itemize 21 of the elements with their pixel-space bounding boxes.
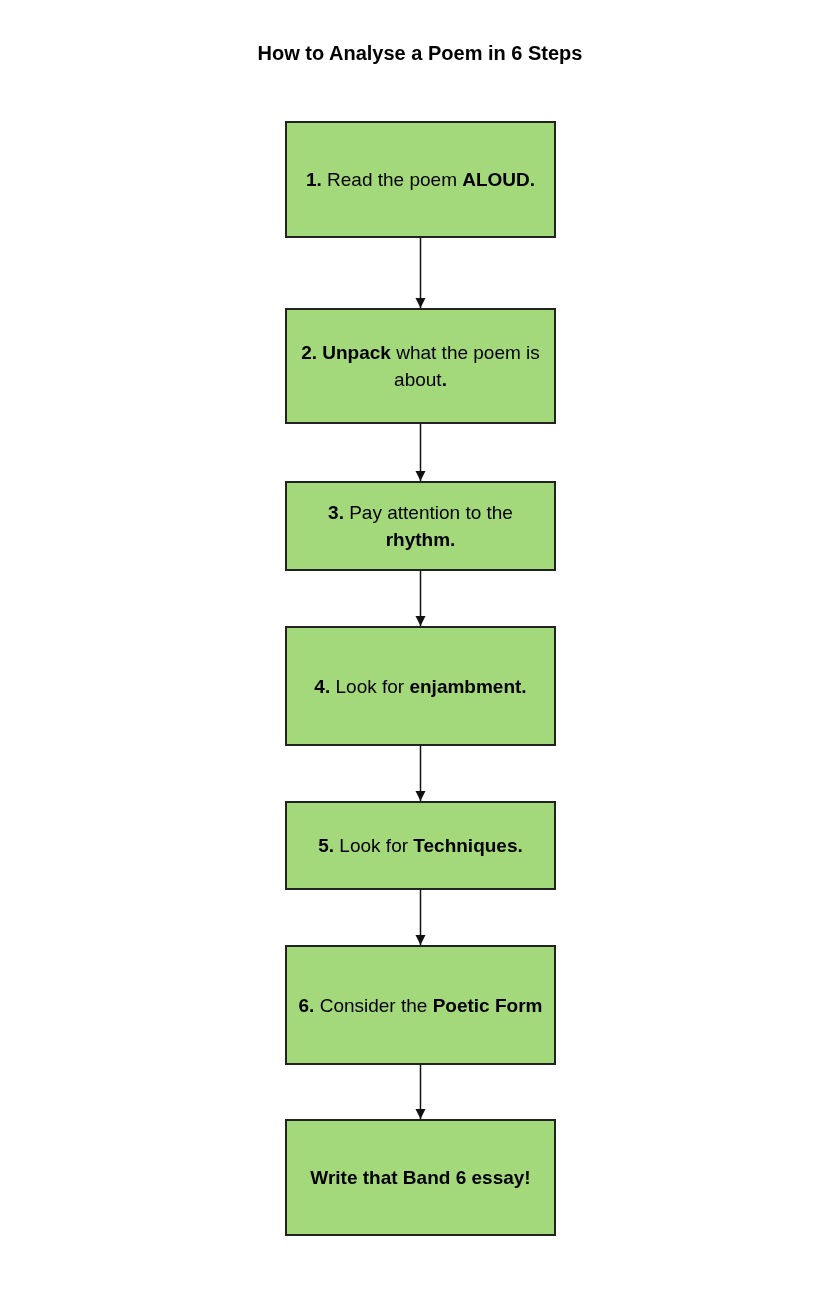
- step-text: 3. Pay attention to the rhythm.: [327, 501, 514, 552]
- arrow: [415, 889, 426, 946]
- step-text: 2. Unpack what the poem is about.: [300, 341, 541, 392]
- process-box: [285, 121, 556, 238]
- process-box: [285, 801, 556, 890]
- step-text: 1. Read the poem ALOUD.: [305, 168, 536, 192]
- step-text: 5. Look for Techniques.: [318, 834, 523, 858]
- step-text: Write that Band 6 essay!: [310, 1166, 531, 1190]
- process-box: [285, 1119, 556, 1236]
- step-text: 6. Consider the Poetic Form: [298, 993, 543, 1018]
- arrow: [415, 570, 426, 627]
- arrow: [415, 745, 426, 802]
- arrow: [415, 237, 426, 309]
- process-box: [285, 308, 556, 424]
- arrow: [415, 423, 426, 482]
- process-box: [285, 945, 556, 1065]
- process-box: [285, 481, 556, 571]
- process-box: [285, 626, 556, 746]
- step-text: 4. Look for enjambment.: [314, 674, 527, 699]
- arrow: [415, 1064, 426, 1120]
- diagram-title: How to Analyse a Poem in 6 Steps: [256, 41, 584, 66]
